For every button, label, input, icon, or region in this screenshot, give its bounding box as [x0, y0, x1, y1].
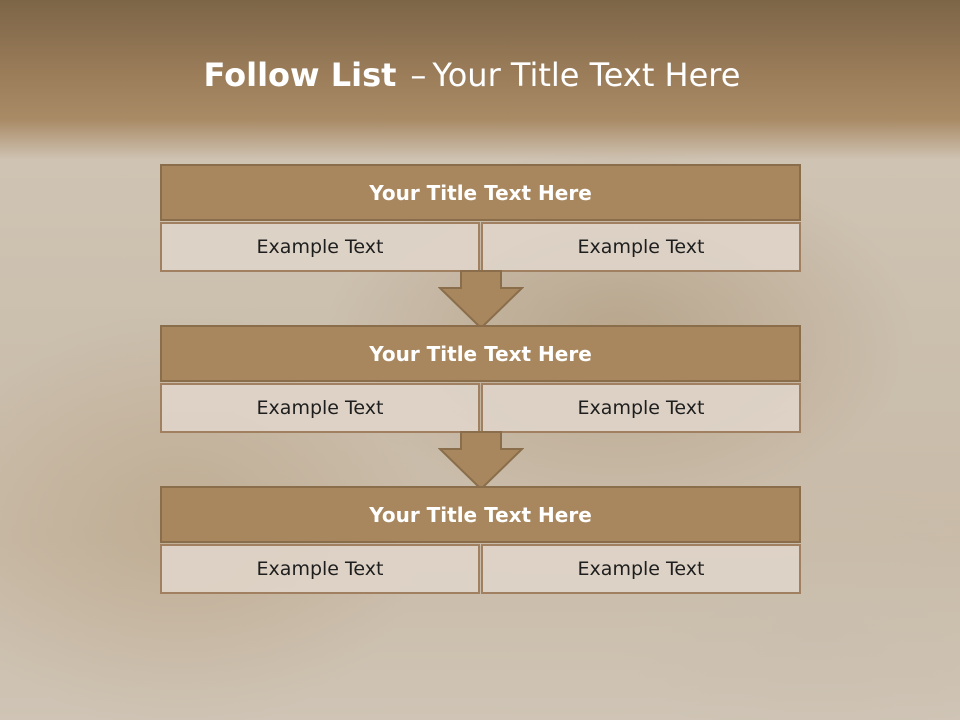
slide-title-rest: Your Title Text Here [432, 56, 741, 94]
list-block-3: Your Title Text Here Example Text Exampl… [160, 486, 801, 594]
block-row: Example Text Example Text [160, 544, 801, 594]
block-title: Your Title Text Here [160, 486, 801, 543]
down-arrow-icon [438, 431, 524, 491]
block-cell-right: Example Text [481, 222, 801, 272]
block-title: Your Title Text Here [160, 325, 801, 382]
block-title: Your Title Text Here [160, 164, 801, 221]
list-block-2: Your Title Text Here Example Text Exampl… [160, 325, 801, 433]
block-cell-right: Example Text [481, 544, 801, 594]
slide-title: Follow List–Your Title Text Here [0, 56, 944, 94]
block-cell-left: Example Text [160, 222, 480, 272]
slide-title-separator: – [410, 56, 427, 94]
block-row: Example Text Example Text [160, 383, 801, 433]
block-row: Example Text Example Text [160, 222, 801, 272]
list-block-1: Your Title Text Here Example Text Exampl… [160, 164, 801, 272]
header-band [0, 0, 960, 160]
slide-title-bold: Follow List [203, 56, 397, 94]
block-cell-right: Example Text [481, 383, 801, 433]
block-cell-left: Example Text [160, 544, 480, 594]
down-arrow-icon [438, 270, 524, 330]
block-cell-left: Example Text [160, 383, 480, 433]
